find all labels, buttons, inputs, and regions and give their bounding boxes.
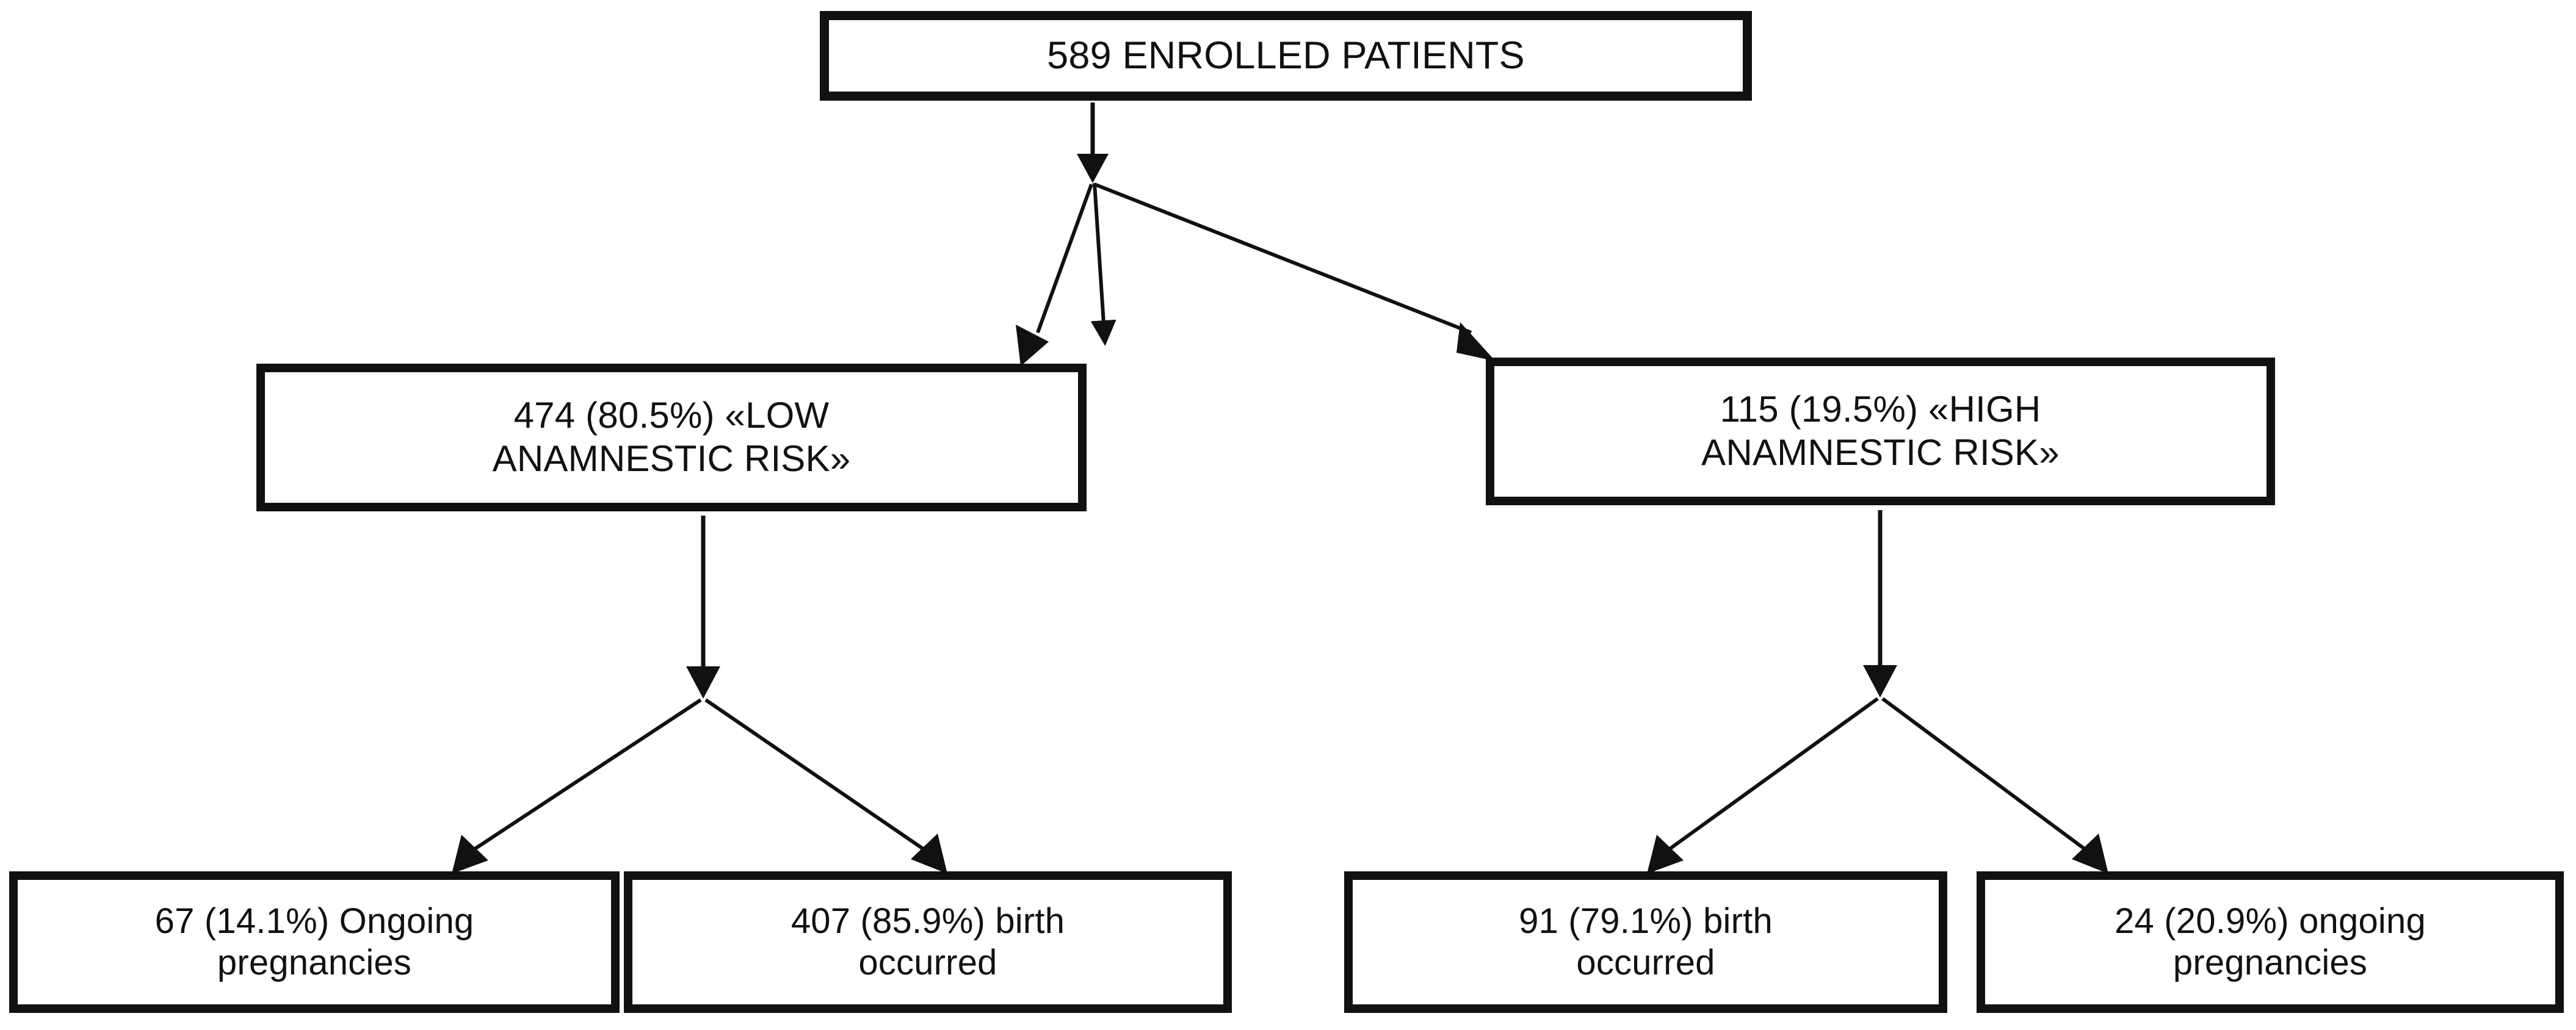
node-high-risk-birth-occurred[interactable]: 91 (79.1%) birth occurred <box>1344 871 1947 1013</box>
edge-low-risk-stem <box>686 516 720 699</box>
edge-root-split <box>1016 182 1496 366</box>
node-enrolled-patients[interactable]: 589 ENROLLED PATIENTS <box>820 11 1752 101</box>
node-high-risk-ongoing-pregnancies-label: 24 (20.9%) ongoing pregnancies <box>2115 901 2426 982</box>
edge-root-stem <box>1077 103 1109 183</box>
node-high-risk-birth-occurred-label: 91 (79.1%) birth occurred <box>1519 901 1773 982</box>
node-high-risk-ongoing-pregnancies[interactable]: 24 (20.9%) ongoing pregnancies <box>1977 871 2564 1013</box>
node-low-risk-ongoing-pregnancies[interactable]: 67 (14.1%) Ongoing pregnancies <box>9 871 620 1013</box>
node-enrolled-patients-label: 589 ENROLLED PATIENTS <box>1047 34 1525 77</box>
node-high-anamnestic-risk-label: 115 (19.5%) «HIGH ANAMNESTIC RISK» <box>1701 389 2060 473</box>
edge-root-to-low-risk <box>1090 182 1116 346</box>
node-low-anamnestic-risk-label: 474 (80.5%) «LOW ANAMNESTIC RISK» <box>492 395 851 479</box>
edge-high-risk-stem <box>1863 510 1897 697</box>
node-low-anamnestic-risk[interactable]: 474 (80.5%) «LOW ANAMNESTIC RISK» <box>256 364 1087 511</box>
edge-high-risk-split <box>1647 697 2108 874</box>
node-high-anamnestic-risk[interactable]: 115 (19.5%) «HIGH ANAMNESTIC RISK» <box>1486 358 2275 505</box>
node-low-risk-birth-occurred[interactable]: 407 (85.9%) birth occurred <box>624 871 1232 1013</box>
edge-low-risk-split <box>452 698 947 874</box>
node-low-risk-birth-occurred-label: 407 (85.9%) birth occurred <box>791 901 1065 982</box>
node-low-risk-ongoing-pregnancies-label: 67 (14.1%) Ongoing pregnancies <box>154 901 474 982</box>
